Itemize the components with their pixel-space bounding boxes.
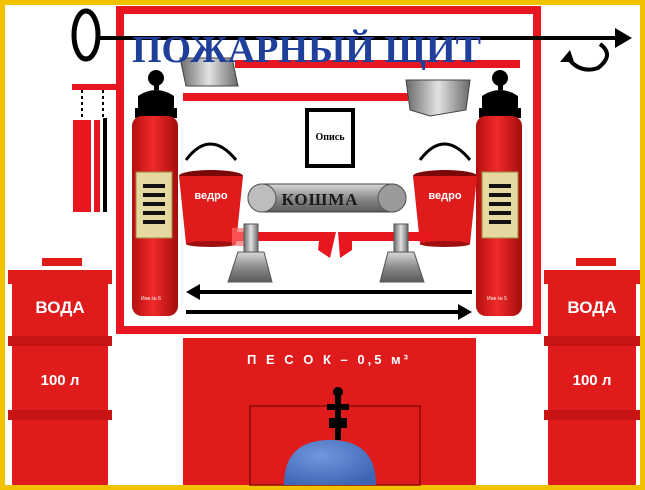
water-barrel-left-label: ВОДА bbox=[12, 298, 108, 318]
blanket-label: КОШМА bbox=[260, 190, 380, 210]
board-title: ПОЖАРНЫЙ ЩИТ bbox=[132, 28, 532, 72]
water-barrel-right-volume: 100 л bbox=[548, 372, 636, 389]
extinguisher-right-inv-label: Инв № 5 bbox=[487, 296, 507, 302]
water-barrel-left-volume: 100 л bbox=[12, 372, 108, 389]
bucket-right-label: ведро bbox=[415, 190, 475, 202]
sand-box-label: П Е С О К – 0,5 м³ bbox=[183, 352, 475, 367]
extinguisher-right-icon bbox=[476, 70, 522, 316]
extinguisher-left-icon bbox=[132, 70, 178, 316]
extinguisher-left-inv-label: Инв № 6 bbox=[141, 296, 161, 302]
inventory-document-label: Опись bbox=[307, 132, 353, 143]
bucket-left-label: ведро bbox=[181, 190, 241, 202]
water-barrel-right-label: ВОДА bbox=[548, 298, 636, 318]
